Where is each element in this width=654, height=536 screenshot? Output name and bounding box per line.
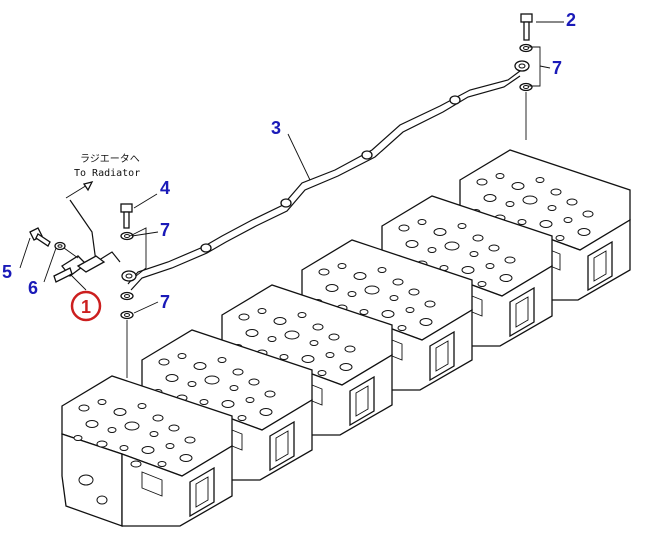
radiator-note: ラジエータへ To Radiator bbox=[65, 153, 140, 199]
bolt-4-assembly bbox=[120, 203, 147, 378]
note-japanese: ラジエータへ bbox=[80, 153, 140, 165]
upper-fitting bbox=[514, 60, 530, 72]
callout-3: 3 bbox=[271, 118, 281, 138]
lower-fitting bbox=[121, 270, 137, 282]
callout-7-middle: 7 bbox=[160, 220, 170, 240]
leader-lines bbox=[19, 21, 564, 314]
cylinder-heads bbox=[61, 149, 631, 527]
arrow-icon bbox=[82, 181, 94, 192]
callout-7-upper: 7 bbox=[552, 58, 562, 78]
highlight-circle bbox=[70, 290, 102, 322]
callout-1: 1 bbox=[81, 297, 91, 317]
note-english: To Radiator bbox=[74, 168, 140, 179]
callout-7-lower: 7 bbox=[160, 292, 170, 312]
sensor-assembly bbox=[29, 199, 121, 283]
bolt-2-assembly bbox=[519, 13, 541, 140]
callout-5: 5 bbox=[2, 262, 12, 282]
tube-clamps bbox=[200, 95, 461, 253]
callouts: 2 3 4 5 6 7 7 7 1 bbox=[2, 10, 576, 322]
cylinder-head bbox=[61, 375, 233, 527]
callout-6: 6 bbox=[28, 278, 38, 298]
callout-2: 2 bbox=[566, 10, 576, 30]
callout-4: 4 bbox=[160, 178, 170, 198]
